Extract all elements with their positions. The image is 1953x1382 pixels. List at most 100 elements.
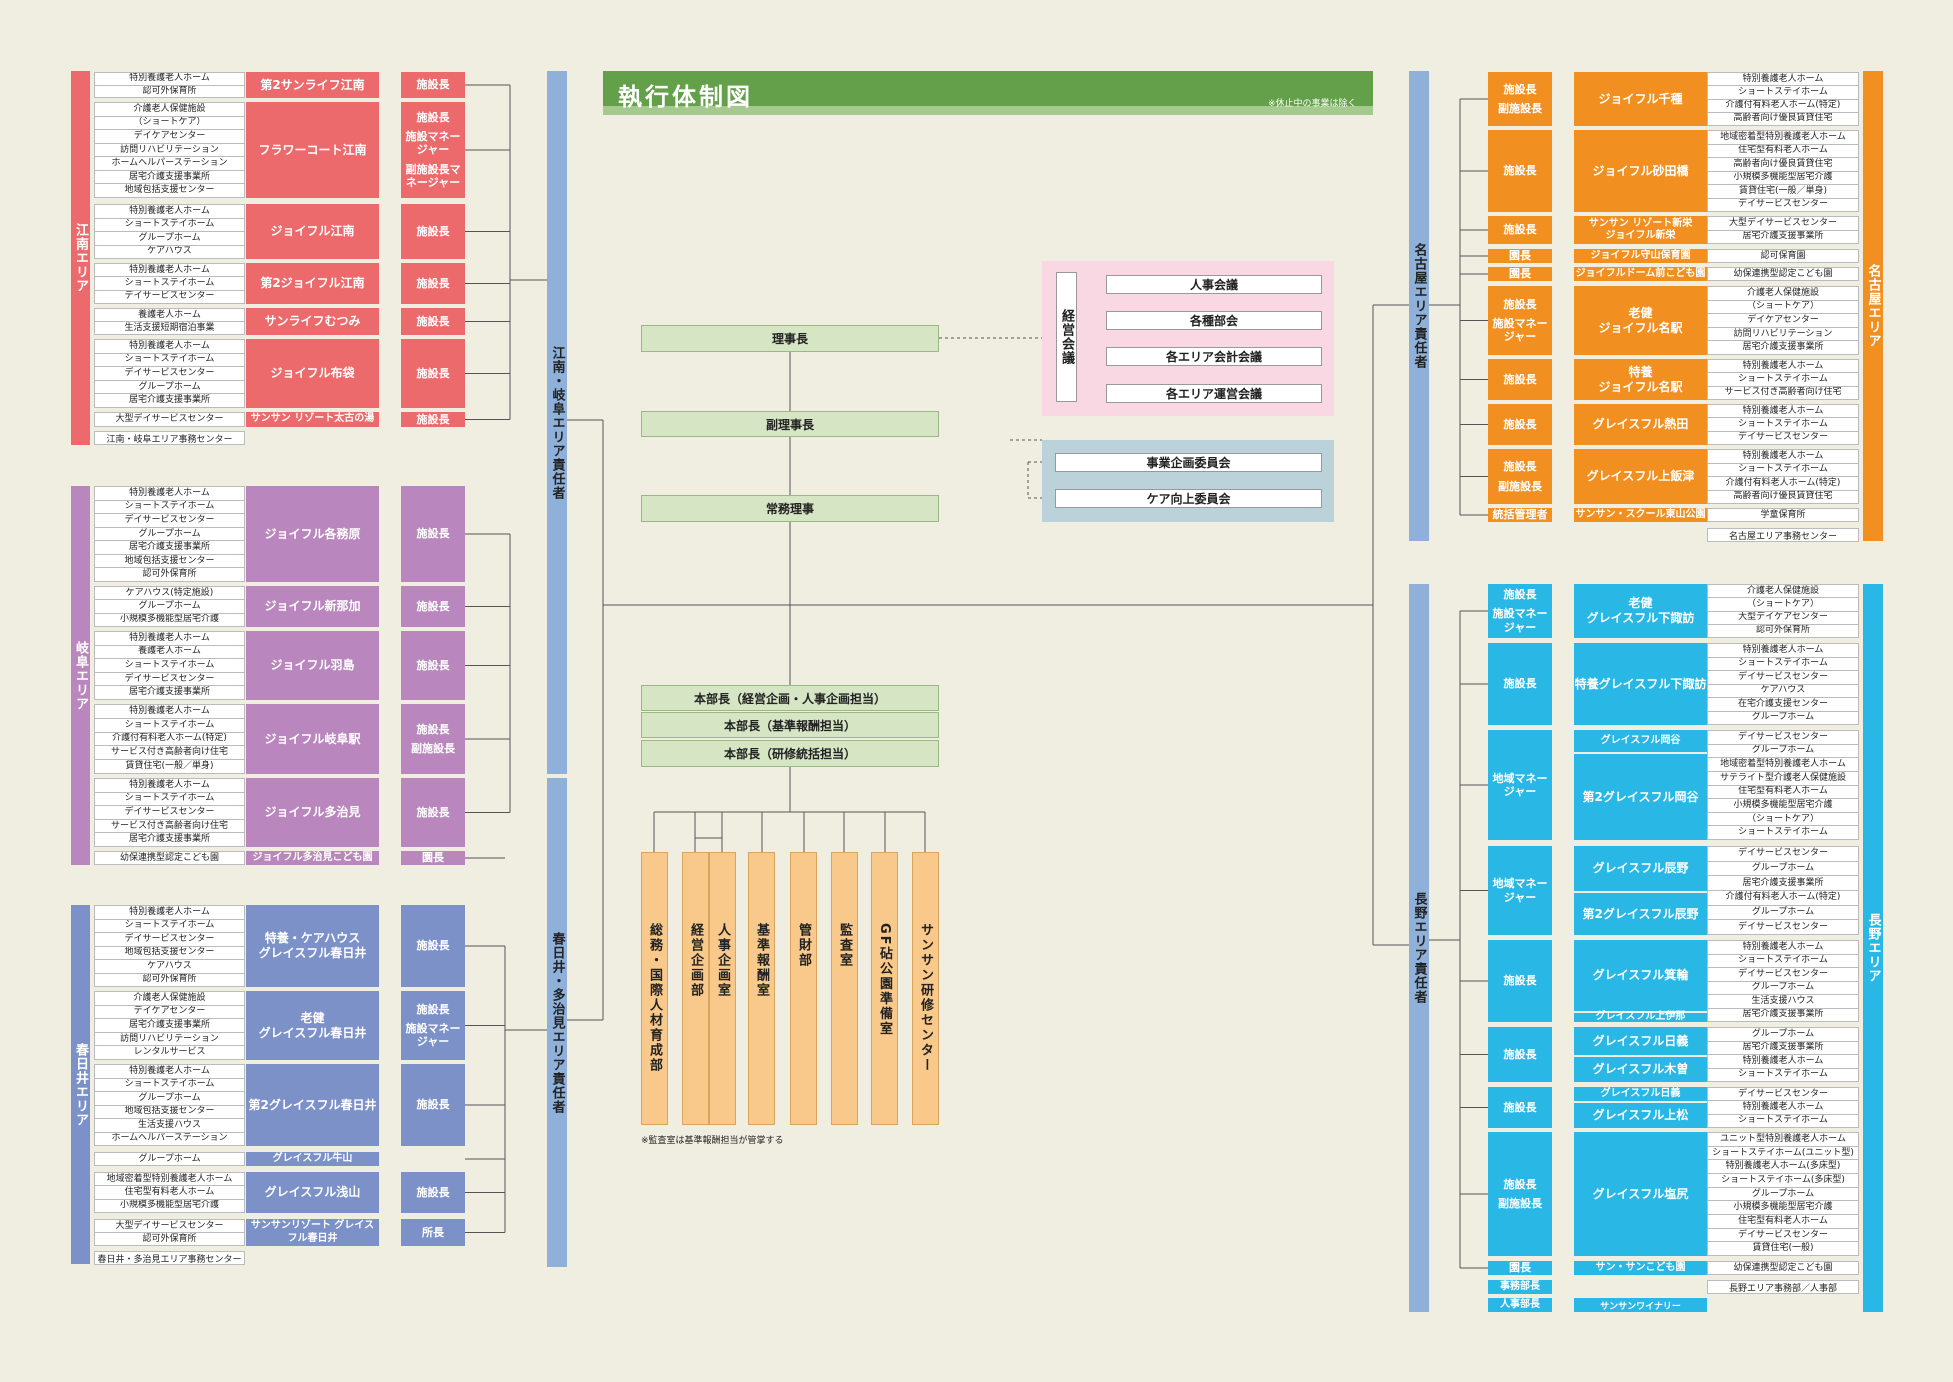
service-item: 学童保育所 — [1760, 509, 1806, 520]
dept-gf-kinuta-prep: GF砧公園準備室 — [871, 852, 898, 1125]
service-item: デイサービスセンター — [95, 367, 244, 381]
role-title: 施設長 — [1503, 974, 1537, 988]
service-list: 特別養護老人ホームショートステイホームデイサービスセンター — [1707, 404, 1859, 445]
service-item: 高齢者向け優良賃貸住宅 — [1733, 491, 1833, 502]
role-box: 施設長 — [401, 486, 465, 582]
service-item: 大型デイケアセンター — [1708, 612, 1858, 625]
role-title: 副施設長 — [411, 742, 455, 755]
service-item: 小規模多機能型居宅介護 — [1708, 1201, 1858, 1216]
service-item: 居宅介護支援事業所 — [1708, 876, 1858, 892]
role-box: 施設長 — [401, 72, 465, 98]
service-item: 介護老人保健施設 — [1708, 585, 1858, 599]
facility-name: ジョイフルドーム前こども園 — [1574, 267, 1707, 281]
service-item: 認可外保育所 — [1755, 625, 1810, 636]
responsible-nagano: 長野エリア責任者 — [1409, 584, 1429, 1312]
facility-name: ジョイフル多治見 — [246, 778, 379, 847]
service-item: 地域包括支援センター — [95, 1106, 244, 1119]
role-title: 施設長 — [416, 722, 450, 736]
facility-name: 特養ジョイフル名駅 — [1574, 359, 1707, 400]
facility-name: フラワーコート江南 — [246, 102, 379, 198]
role-box: 人事部長 — [1488, 1298, 1552, 1312]
role-title: 地域マネージャー — [1492, 771, 1548, 798]
service-item: 居宅介護支援事業所 — [1708, 1042, 1858, 1055]
service-item: グループホーム — [95, 232, 244, 246]
role-title: 施設長 — [1503, 677, 1537, 691]
service-item: ショートステイホーム — [95, 659, 244, 673]
service-item: ショートステイホーム — [1708, 955, 1858, 968]
facility-name: ジョイフル多治見こども園 — [246, 851, 379, 865]
service-item: ショートステイホーム — [95, 793, 244, 807]
facility-name: サンサン リゾート太古の湯 — [246, 412, 379, 427]
facility-name: グレイスフル日義 — [1574, 1087, 1707, 1101]
facility-name: グレイスフル上松 — [1574, 1103, 1707, 1128]
service-item: ショートステイホーム — [1708, 658, 1858, 671]
role-box: 施設長 — [1488, 643, 1552, 725]
facility-name: サン・サンこども園 — [1574, 1261, 1707, 1275]
service-item: （ショートケア） — [1708, 301, 1858, 315]
role-title: 施設長 — [1503, 460, 1537, 474]
role-title: 地域マネージャー — [1492, 877, 1548, 904]
service-item: 住宅型有料老人ホーム — [1708, 786, 1858, 800]
role-title: 副施設長マネージャー — [405, 162, 461, 189]
service-list: 特別養護老人ホーム養護老人ホームショートステイホームデイサービスセンター居宅介護… — [94, 631, 245, 700]
role-box: 統括管理者 — [1488, 508, 1552, 522]
service-item: デイケアセンター — [95, 130, 244, 144]
facility-name: 特養グレイスフル下諏訪 — [1574, 643, 1707, 725]
service-item: 地域包括支援センター — [95, 947, 244, 960]
service-list: グループホーム — [94, 1152, 245, 1166]
business-planning-committee: 事業企画委員会 — [1055, 453, 1322, 472]
facility-name: ジョイフル岐阜駅 — [246, 704, 379, 774]
role-title: 施設長 — [416, 1098, 450, 1112]
facility-name: 第2グレイスフル岡谷 — [1574, 754, 1707, 840]
service-item: ショートステイホーム — [95, 719, 244, 733]
facility-name: 特養・ケアハウスグレイスフル春日井 — [246, 905, 379, 987]
divisions-meeting: 各種部会 — [1106, 311, 1322, 330]
role-title: 施設長 — [1503, 372, 1537, 386]
service-item: 賃貸住宅(一般／単身) — [125, 761, 214, 772]
service-item: 特別養護老人ホーム — [1708, 1101, 1858, 1115]
facility-name: 第2グレイスフル春日井 — [246, 1064, 379, 1146]
service-list: 地域密着型特別養護老人ホーム住宅型有料老人ホーム小規模多機能型居宅介護 — [94, 1172, 245, 1213]
role-box: 施設長副施設長 — [1488, 449, 1552, 504]
service-item: デイサービスセンター — [1708, 1088, 1858, 1102]
service-item: ショートステイホーム(多床型) — [1708, 1174, 1858, 1188]
service-item: （ショートケア） — [95, 117, 244, 131]
service-item: デイサービスセンター — [95, 806, 244, 820]
service-item: デイサービスセンター — [124, 291, 215, 302]
dept-audit: 監査室 — [831, 852, 858, 1125]
role-title: 施設長 — [416, 224, 450, 238]
service-item: （ショートケア） — [1708, 813, 1858, 827]
service-item: 居宅介護支援事業所 — [128, 834, 210, 845]
service-item: 幼保連携型認定こども園 — [1733, 268, 1833, 279]
service-item: 養護老人ホーム — [95, 309, 244, 322]
facility-name: グレイスフル熱田 — [1574, 404, 1707, 445]
service-item: （ショートケア） — [1708, 598, 1858, 612]
service-item: ショートステイホーム — [1738, 1069, 1828, 1080]
area-operations-meeting: 各エリア運営会議 — [1106, 384, 1322, 403]
service-list: 認可保育園 — [1707, 249, 1859, 263]
role-box: 園長 — [1488, 267, 1552, 281]
service-item: ホームヘルパーステーション — [111, 1133, 228, 1144]
service-item: 居宅介護支援事業所 — [95, 541, 244, 555]
service-item: 賃貸住宅(一般／単身) — [1708, 185, 1858, 199]
service-item: グループホーム — [1708, 982, 1858, 995]
area-nagano: 長野エリア — [1863, 584, 1883, 1312]
facility-name: グレイスフル上飯津 — [1574, 449, 1707, 504]
service-list: 特別養護老人ホームショートステイホーム介護付有料老人ホーム(特定)高齢者向け優良… — [1707, 72, 1859, 126]
role-title: 施設長 — [416, 314, 450, 328]
role-title: 所長 — [422, 1225, 444, 1239]
role-title: 施設マネージャー — [405, 1021, 461, 1049]
service-item: ショートステイホーム(ユニット型) — [1708, 1147, 1858, 1161]
role-box: 施設長 — [401, 263, 465, 304]
service-item: 特別養護老人ホーム — [95, 705, 244, 719]
service-item: 特別養護老人ホーム — [95, 1065, 244, 1079]
service-item: デイサービスセンター — [1708, 1229, 1858, 1243]
service-item: 訪問リハビリテーション — [95, 1033, 244, 1047]
role-box: 園長 — [1488, 249, 1552, 263]
role-title: 副施設長 — [1498, 102, 1542, 115]
service-item: 特別養護老人ホーム — [1708, 360, 1858, 374]
service-item: 大型デイサービスセンター — [95, 1220, 244, 1233]
service-item: ショートステイホーム — [1708, 86, 1858, 100]
service-item: デイサービスセンター — [1708, 847, 1858, 862]
service-item: デイサービスセンター — [1737, 432, 1828, 443]
